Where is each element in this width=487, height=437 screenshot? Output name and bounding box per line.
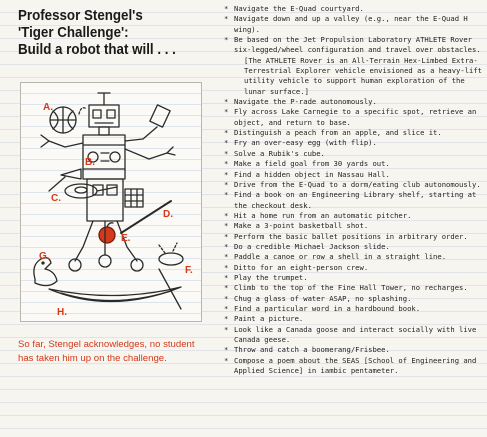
robot-illustration: A. B. C. D. E. F. G. H. <box>20 82 202 322</box>
frisbee-icon <box>158 252 184 266</box>
task-text: Fry an over-easy egg (with flip). <box>234 138 377 148</box>
list-item: Navigate the E-Quad courtyard. <box>224 4 482 15</box>
goose-icon <box>33 257 58 287</box>
task-text: Navigate down and up a valley (e.g., nea… <box>234 14 468 34</box>
task-text: Climb to the top of the Fine Hall Tower,… <box>234 283 468 293</box>
list-item: Be based on the Jet Propulsion Laborator… <box>224 35 482 97</box>
list-item: Paddle a canoe or row a shell in a strai… <box>224 252 482 263</box>
list-item: Paint a picture. <box>224 314 482 325</box>
robot-leg-left <box>74 220 94 262</box>
mallet-icon <box>149 104 171 128</box>
list-item: Play the trumpet. <box>224 272 482 284</box>
label-g: G. <box>39 251 50 262</box>
task-text: Look like a Canada goose and interact so… <box>234 324 477 344</box>
task-text: Play the trumpet. <box>234 272 308 282</box>
task-text: Do a credible Michael Jackson slide. <box>234 241 390 251</box>
list-item: Navigate the P-rade autonomously. <box>224 97 482 108</box>
caption-line-1: So far, Stengel acknowledges, no student <box>18 339 195 350</box>
task-text: Compose a poem about the SEAS [School of… <box>234 355 477 376</box>
task-text: Ditto for an eight-person crew. <box>234 262 369 272</box>
task-text: Paint a picture. <box>234 314 304 324</box>
list-item: Look like a Canada goose and interact so… <box>224 325 482 346</box>
list-item: Make a 3-point basketball shot. <box>224 221 482 232</box>
label-h: H. <box>57 307 67 318</box>
page-title: Professor Stengel's 'Tiger Challenge': B… <box>18 8 202 59</box>
label-f: F. <box>185 265 193 276</box>
caption: So far, Stengel acknowledges, no student… <box>18 338 223 366</box>
list-item: Distinguish a peach from an apple, and s… <box>224 128 482 139</box>
task-text: Navigate the E-Quad courtyard. <box>234 4 364 13</box>
list-item: Find a hidden object in Nassau Hall. <box>224 169 482 181</box>
right-arm <box>124 126 158 142</box>
list-item: Compose a poem about the SEAS [School of… <box>224 356 482 377</box>
task-text: Solve a Rubik's cube. <box>234 148 325 158</box>
label-e: E. <box>121 233 131 244</box>
task-text: Throw and catch a boomerang/Frisbee. <box>234 345 390 355</box>
list-item: Solve a Rubik's cube. <box>224 148 482 160</box>
task-text: Perform the basic ballet positions in ar… <box>234 231 468 241</box>
robot-leg-right <box>116 220 138 262</box>
list-item: Find a book on an Engineering Library sh… <box>224 190 482 211</box>
list-item: Perform the basic ballet positions in ar… <box>224 231 482 243</box>
canoe-icon <box>48 286 182 303</box>
list-item: Make a field goal from 30 yards out. <box>224 159 482 170</box>
list-item: Climb to the top of the Fine Hall Tower,… <box>224 283 482 294</box>
task-text: Distinguish a peach from an apple, and s… <box>234 128 442 138</box>
task-text: Find a hidden object in Nassau Hall. <box>234 169 390 179</box>
list-item: Find a particular word in a hardbound bo… <box>224 303 482 315</box>
label-b: B. <box>85 157 95 168</box>
task-text: Fly across Lake Carnegie to a specific s… <box>234 107 477 127</box>
rubiks-cube-icon <box>124 188 144 208</box>
caption-line-2: has taken him up on the challenge. <box>18 353 167 364</box>
task-text: Paddle a canoe or row a shell in a strai… <box>234 252 447 262</box>
label-d: D. <box>163 209 173 220</box>
task-text: Drive from the E-Quad to a dorm/eating c… <box>234 179 481 189</box>
task-text: Be based on the Jet Propulsion Laborator… <box>234 35 481 55</box>
task-text: Find a particular word in a hardbound bo… <box>234 303 421 313</box>
robot-drawing: A. B. C. D. E. F. G. H. <box>33 92 193 318</box>
task-text: Hit a home run from an automatic pitcher… <box>234 210 412 220</box>
title-line-3: Build a robot that will . . . <box>18 42 176 58</box>
title-line-2: 'Tiger Challenge': <box>18 25 129 41</box>
label-c: C. <box>51 193 61 204</box>
list-item: Drive from the E-Quad to a dorm/eating c… <box>224 179 482 191</box>
apple-icon <box>98 226 116 244</box>
list-item: Ditto for an eight-person crew. <box>224 262 482 274</box>
left-arm <box>48 140 84 148</box>
label-a: A. <box>43 102 53 113</box>
task-list: Navigate the E-Quad courtyard.Navigate d… <box>224 4 482 376</box>
list-item: Hit a home run from an automatic pitcher… <box>224 210 482 222</box>
list-item: Throw and catch a boomerang/Frisbee. <box>224 345 482 356</box>
task-text: Make a 3-point basketball shot. <box>234 221 369 231</box>
list-item: Fly across Lake Carnegie to a specific s… <box>224 107 482 128</box>
task-text: Find a book on an Engineering Library sh… <box>234 190 477 210</box>
list-item: Navigate down and up a valley (e.g., nea… <box>224 14 482 35</box>
list-item: Fry an over-easy egg (with flip). <box>224 138 482 149</box>
task-note: [The ATHLETE Rover is an All-Terrain Hex… <box>244 55 482 96</box>
list-item: Do a credible Michael Jackson slide. <box>224 241 482 253</box>
list-item: Chug a glass of water ASAP, no splashing… <box>224 293 482 305</box>
task-text: Chug a glass of water ASAP, no splashing… <box>234 293 412 303</box>
task-text: Make a field goal from 30 yards out. <box>234 159 390 169</box>
task-text: Navigate the P-rade autonomously. <box>234 97 377 107</box>
title-line-1: Professor Stengel's <box>18 8 143 24</box>
